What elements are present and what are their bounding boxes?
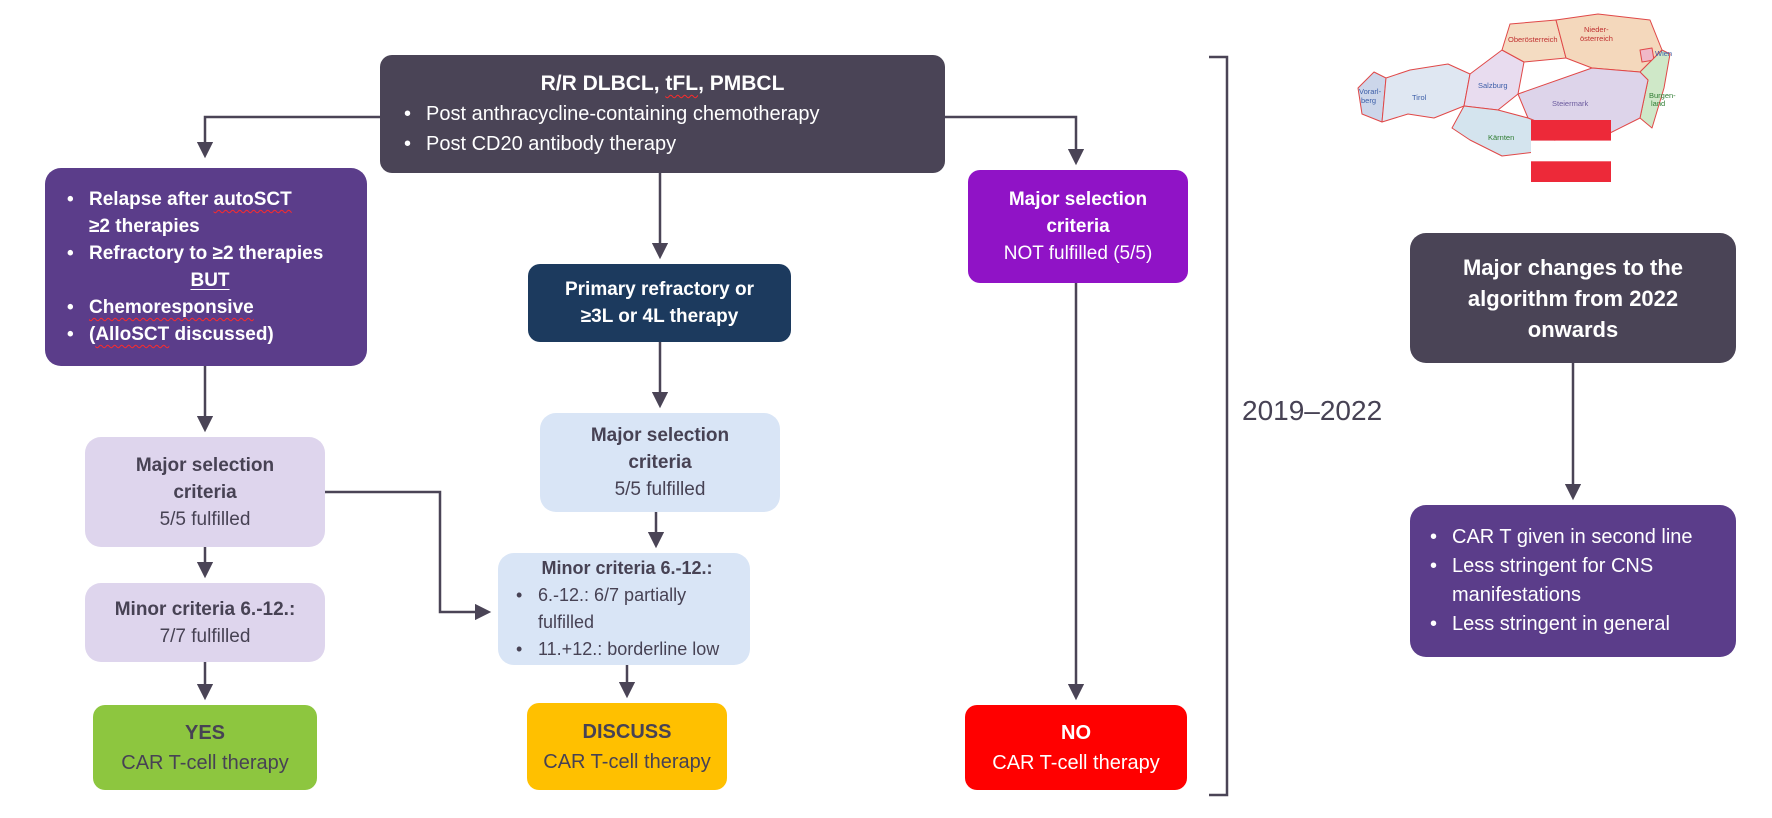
center-minor-criteria-box: Minor criteria 6.-12.: 6.-12.: 6/7 parti… [498, 553, 750, 665]
primary-refractory-box: Primary refractory or ≥3L or 4L therapy [528, 264, 791, 342]
bracket-2019-2022 [1209, 55, 1229, 797]
austria-flag-icon [1531, 120, 1611, 182]
outcome-bullet: CAR T given in second line [1426, 523, 1720, 552]
left-minor-criteria-box: Minor criteria 6.-12.: 7/7 fulfilled [85, 583, 325, 662]
diagnosis-box: R/R DLBCL, tFL, PMBCL Post anthracycline… [380, 55, 945, 173]
minor-bullet: 6.-12.: 6/7 partially fulfilled [512, 582, 742, 636]
label-wien: Wien [1655, 49, 1672, 58]
label-steiermark: Steiermark [1552, 99, 1589, 108]
austria-map-svg: Vorarl- berg Tirol Salzburg Oberösterrei… [1357, 13, 1676, 182]
outcome-bullet: Less stringent in general [1426, 610, 1720, 639]
relapse-criteria-box: Relapse after autoSCT ≥2 therapies Refra… [45, 168, 367, 366]
austria-map: Vorarl- berg Tirol Salzburg Oberösterrei… [1352, 10, 1682, 190]
label-niederoesterreich: österreich [1580, 34, 1613, 43]
arrow-top-to-not-box [945, 115, 1085, 166]
label-niederoesterreich: Nieder- [1584, 25, 1609, 34]
province-salzburg [1463, 49, 1525, 111]
major-changes-box: Major changes to the algorithm from 2022… [1410, 233, 1736, 363]
diagnosis-bullet: Post anthracycline-containing chemothera… [400, 99, 925, 129]
diagnosis-bullet: Post CD20 antibody therapy [400, 129, 925, 159]
province-niederoesterreich [1555, 13, 1663, 73]
label-burgenland: land [1651, 99, 1665, 108]
but-label: BUT [190, 270, 230, 291]
label-burgenland: Burgen- [1649, 91, 1676, 100]
center-major-criteria-box: Major selection criteria 5/5 fulfilled [540, 413, 780, 512]
criteria-bullet: Refractory to ≥2 therapies [63, 240, 357, 267]
no-verdict-box: NO CAR T-cell therapy [965, 705, 1187, 790]
criteria-bullet: Chemoresponsive [63, 294, 357, 321]
discuss-verdict-box: DISCUSS CAR T-cell therapy [527, 703, 727, 790]
diagnosis-title: R/R DLBCL, tFL, PMBCL [540, 72, 785, 95]
arrow-top-to-left-criteria [196, 115, 380, 159]
period-label: 2019–2022 [1242, 395, 1383, 426]
minor-bullet: 11.+12.: borderline low [512, 636, 742, 663]
criteria-bullet: Relapse after autoSCT [63, 186, 357, 213]
changes-outcome-box: CAR T given in second line Less stringen… [1410, 505, 1736, 657]
label-tirol: Tirol [1412, 93, 1427, 102]
not-fulfilled-box: Major selection criteria NOT fulfilled (… [968, 170, 1188, 283]
label-salzburg: Salzburg [1478, 81, 1508, 90]
outcome-bullet: Less stringent for CNS manifestations [1426, 552, 1720, 610]
label-vorarlberg: berg [1361, 96, 1376, 105]
criteria-bullet: (AlloSCT discussed) [63, 321, 357, 348]
label-vorarlberg: Vorarl- [1359, 87, 1382, 96]
yes-verdict-box: YES CAR T-cell therapy [93, 705, 317, 790]
criteria-continuation: ≥2 therapies [89, 216, 200, 237]
label-kaernten: Kärnten [1488, 133, 1514, 142]
label-oberoesterreich: Oberösterreich [1508, 35, 1558, 44]
left-major-criteria-box: Major selection criteria 5/5 fulfilled [85, 437, 325, 547]
arrow-left-major-to-center-minor [325, 490, 492, 621]
